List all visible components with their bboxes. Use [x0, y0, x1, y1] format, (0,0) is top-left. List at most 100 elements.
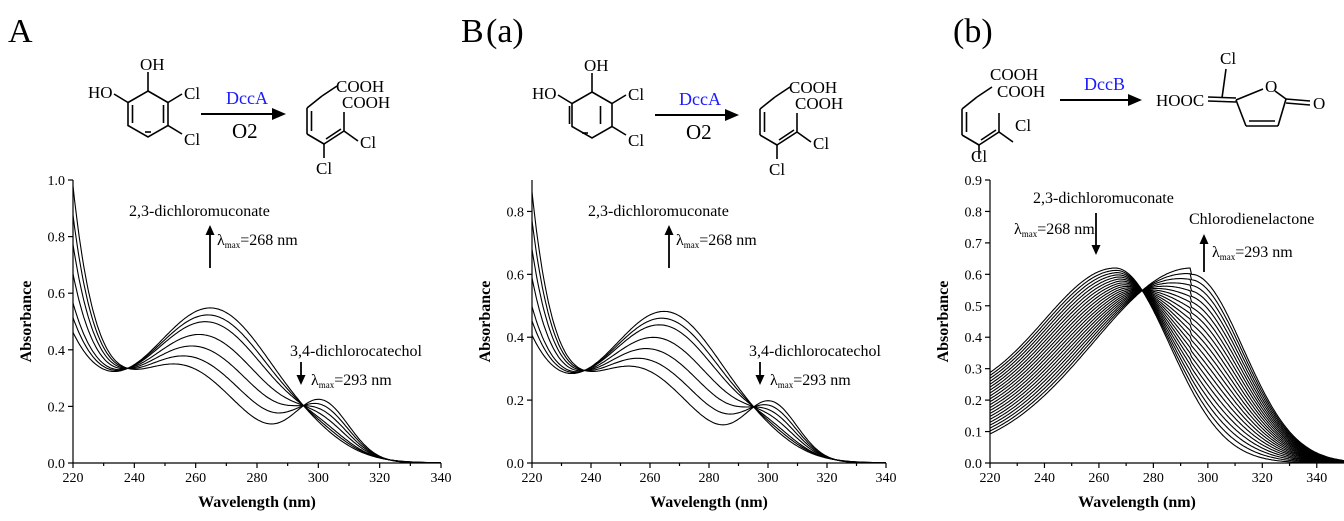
annotation-product-lambda: λmax=293 nm — [1212, 244, 1293, 262]
label-cl-b-c: Cl — [971, 147, 987, 166]
y-tick-label: 1.0 — [48, 174, 66, 189]
y-tick-label: 0.4 — [965, 331, 983, 346]
label-cooh-1-b: COOH — [789, 78, 837, 97]
enzyme-label-dccb: DccB — [1084, 74, 1125, 94]
label-cl-b-b: Cl — [769, 160, 785, 179]
y-tick-label: 0.2 — [965, 394, 983, 409]
reaction-arrow-dcca-b: DccA O2 — [655, 89, 739, 144]
arrow-substrate-down-head — [755, 375, 765, 385]
panel-letter-b: B — [461, 13, 484, 50]
panel-b-b: (b) COOH COOH Cl Cl DccB — [953, 13, 1325, 166]
product-dichloromuconate-a: COOH COOH Cl Cl — [306, 77, 390, 178]
spectrum-line — [989, 285, 1344, 463]
x-tick-label: 340 — [431, 471, 452, 486]
spectrum-line — [531, 310, 886, 464]
spectrum-line — [531, 220, 886, 464]
arrow-product-up-head — [664, 225, 674, 235]
label-cl-a: Cl — [360, 133, 376, 152]
spectrum-line — [72, 185, 441, 464]
arrow-substrate-down-head — [1091, 245, 1101, 255]
y-axis-label: Absorbance — [477, 281, 494, 363]
y-tick-label: 0.6 — [48, 287, 66, 302]
reactant-dichlorocatechol-b: OH HO Cl Cl — [532, 56, 644, 150]
x-tick-label: 240 — [124, 471, 145, 486]
annotation-product-lambda: λmax=268 nm — [676, 232, 757, 250]
label-cl-lower: Cl — [184, 130, 200, 149]
y-tick-label: 0.0 — [965, 457, 983, 472]
annotation-product-name: 2,3-dichloromuconate — [129, 203, 270, 220]
x-tick-label: 280 — [247, 471, 268, 486]
x-tick-label: 300 — [758, 471, 779, 486]
product-chlorodienelactone: Cl HOOC O O — [1156, 49, 1325, 127]
annotation-product-name: 2,3-dichloromuconate — [588, 203, 729, 220]
spectrum-line — [989, 282, 1344, 463]
label-cooh-2-b: COOH — [795, 94, 843, 113]
label-cl-lactone: Cl — [1220, 49, 1236, 68]
x-tick-label: 260 — [1088, 471, 1109, 486]
x-tick-label: 240 — [581, 471, 602, 486]
x-axis-label: Wavelength (nm) — [198, 494, 316, 511]
cofactor-o2-b: O2 — [686, 120, 712, 144]
spectrum-line — [989, 285, 1344, 462]
annotation-substrate-name: 3,4-dichlorocatechol — [290, 343, 423, 360]
spectrum-line — [989, 278, 1344, 462]
reaction-arrow-dccb: DccB — [1060, 74, 1142, 106]
x-tick-label: 260 — [640, 471, 661, 486]
arrow-substrate-down-head — [296, 375, 306, 385]
spectrum-line — [989, 273, 1344, 462]
spectrum-line — [989, 274, 1344, 464]
spectrum-line — [989, 272, 1344, 464]
product-dichloromuconate-b: COOH COOH Cl Cl — [759, 78, 843, 179]
y-tick-label: 0.9 — [965, 174, 983, 189]
y-tick-label: 0.7 — [965, 237, 983, 252]
label-cooh-2: COOH — [342, 93, 390, 112]
label-ho-b: HO — [532, 84, 557, 103]
label-hooc: HOOC — [1156, 91, 1204, 110]
spectrum-line — [989, 289, 1344, 462]
y-axis-label: Absorbance — [18, 281, 35, 363]
y-tick-label: 0.2 — [507, 394, 525, 409]
x-tick-label: 260 — [185, 471, 206, 486]
y-tick-label: 0.3 — [965, 363, 983, 378]
x-tick-label: 280 — [699, 471, 720, 486]
panel-letter-a: A — [8, 13, 33, 50]
x-tick-label: 320 — [369, 471, 390, 486]
panel-a: A OH HO Cl Cl DccA O2 — [8, 13, 390, 178]
x-tick-label: 300 — [1197, 471, 1218, 486]
spectrum-line — [989, 287, 1344, 463]
x-tick-label: 240 — [1034, 471, 1055, 486]
annotation-substrate-lambda: λmax=268 nm — [1014, 221, 1095, 239]
x-tick-label: 220 — [63, 471, 84, 486]
x-tick-label: 340 — [1306, 471, 1327, 486]
y-tick-label: 0.0 — [507, 457, 525, 472]
label-ho: HO — [88, 83, 113, 102]
label-oh-b: OH — [584, 56, 609, 75]
y-tick-label: 0.8 — [965, 205, 983, 220]
label-cl-upper-b: Cl — [628, 85, 644, 104]
panel-sub-a: (a) — [486, 13, 524, 50]
x-tick-label: 220 — [980, 471, 1001, 486]
spectrum-line — [989, 276, 1344, 464]
y-tick-label: 0.0 — [48, 457, 66, 472]
enzyme-label-dcca-b: DccA — [679, 89, 721, 109]
label-cl-a-b: Cl — [813, 134, 829, 153]
annotation-substrate-lambda: λmax=293 nm — [770, 372, 851, 390]
spectrum-line — [989, 267, 1344, 462]
spectrum-line — [989, 288, 1344, 463]
spectrum-line — [989, 289, 1344, 463]
reaction-arrow-dcca-a: DccA O2 — [201, 88, 286, 143]
label-cooh-1: COOH — [336, 77, 384, 96]
spectrum-line — [989, 278, 1344, 463]
y-axis-label: Absorbance — [935, 281, 952, 363]
spectrum-line — [72, 215, 441, 464]
x-axis-label: Wavelength (nm) — [1078, 494, 1196, 511]
panel-b-a: B (a) OH HO Cl Cl DccA O2 — [461, 13, 843, 179]
spectrum-line — [989, 282, 1344, 462]
annotation-substrate-name: 2,3-dichloromuconate — [1033, 190, 1174, 207]
x-tick-label: 340 — [876, 471, 897, 486]
reactant-dichloromuconate-c: COOH COOH Cl Cl — [961, 65, 1045, 166]
label-cl-a-c: Cl — [1015, 116, 1031, 135]
